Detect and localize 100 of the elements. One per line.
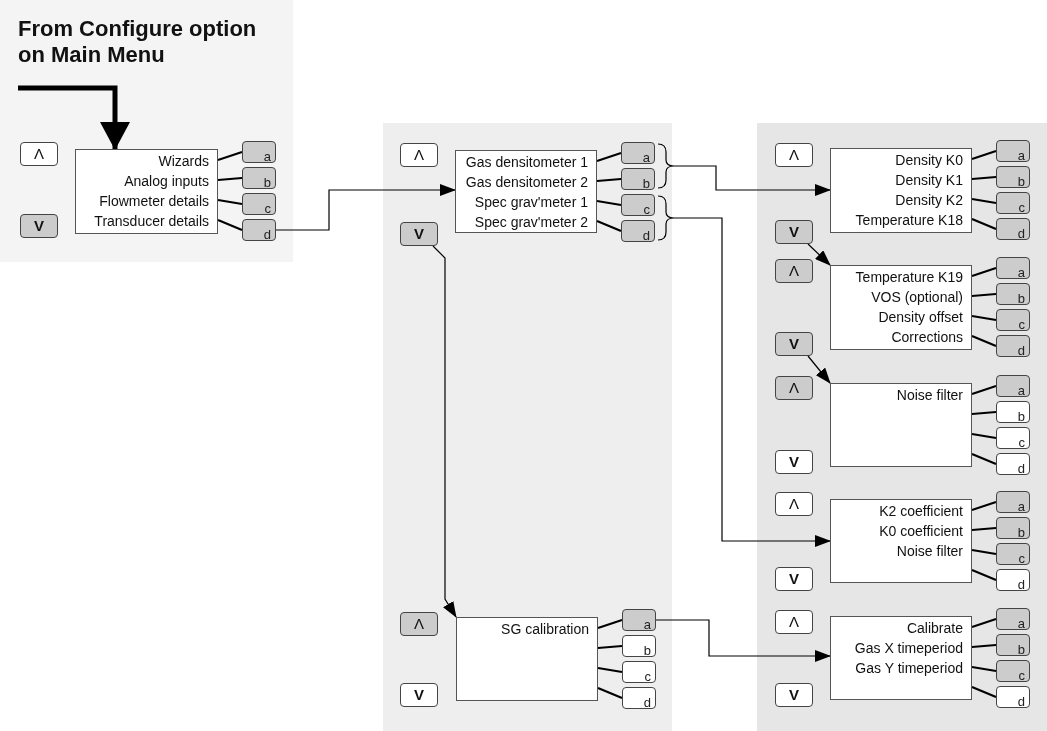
softkey-button: b xyxy=(622,635,656,657)
connector-line xyxy=(971,501,997,511)
menu-item: Gas densitometer 1 xyxy=(465,153,588,171)
menu-item: Gas Y timeperiod xyxy=(855,659,963,677)
arrow xyxy=(655,619,831,662)
scroll-up-button: Λ xyxy=(400,612,438,636)
menu-screen xyxy=(830,499,972,583)
connector-line xyxy=(596,152,622,162)
scroll-down-button: V xyxy=(400,683,438,707)
connector-line xyxy=(971,618,997,628)
scroll-down-button: V xyxy=(20,214,58,238)
menu-item: Spec grav'meter 1 xyxy=(474,193,588,211)
arrow xyxy=(18,85,130,150)
connector-line xyxy=(971,198,997,204)
menu-item: SG calibration xyxy=(501,620,589,638)
connector-line xyxy=(971,644,997,648)
arrow xyxy=(807,355,831,384)
connector-line xyxy=(971,176,997,180)
menu-item: Density K1 xyxy=(895,171,963,189)
softkey-button: d xyxy=(242,219,276,241)
softkey-button: b xyxy=(242,167,276,189)
scroll-down-button: V xyxy=(775,220,813,244)
connector-line xyxy=(596,200,622,206)
menu-item: K2 coefficient xyxy=(879,502,963,520)
softkey-button: c xyxy=(242,193,276,215)
softkey-button: d xyxy=(996,453,1030,475)
menu-screen xyxy=(75,149,218,234)
scroll-up-button: Λ xyxy=(775,143,813,167)
scroll-down-button: V xyxy=(775,450,813,474)
softkey-button: b xyxy=(996,283,1030,305)
connector-line xyxy=(971,686,997,698)
scroll-down-button: V xyxy=(400,222,438,246)
softkey-button: c xyxy=(622,661,656,683)
softkey-button: c xyxy=(996,309,1030,331)
arrow xyxy=(432,245,457,618)
softkey-button: b xyxy=(996,517,1030,539)
bracket-arrow xyxy=(657,195,831,547)
connector-line xyxy=(971,267,997,277)
softkey-button: c xyxy=(996,192,1030,214)
scroll-up-button: Λ xyxy=(20,142,58,166)
softkey-button: d xyxy=(996,218,1030,240)
menu-item: Temperature K18 xyxy=(855,211,963,229)
connector-line xyxy=(596,178,622,182)
menu-item: Noise filter xyxy=(896,386,963,404)
menu-item: Density K2 xyxy=(895,191,963,209)
menu-item: Gas densitometer 2 xyxy=(465,173,588,191)
connector-line xyxy=(971,569,997,581)
menu-item: Calibrate xyxy=(906,619,963,637)
softkey-button: d xyxy=(996,686,1030,708)
screen-panel xyxy=(757,123,1047,731)
softkey-button: d xyxy=(622,687,656,709)
softkey-button: c xyxy=(996,660,1030,682)
scroll-up-button: Λ xyxy=(775,492,813,516)
softkey-button: b xyxy=(996,401,1030,423)
softkey-button: a xyxy=(996,140,1030,162)
softkey-button: d xyxy=(996,569,1030,591)
menu-item: Gas X timeperiod xyxy=(854,639,963,657)
scroll-up-button: Λ xyxy=(775,610,813,634)
menu-screen xyxy=(455,150,597,233)
softkey-button: b xyxy=(996,166,1030,188)
menu-item: Flowmeter details xyxy=(99,192,209,210)
softkey-button: b xyxy=(621,168,655,190)
arrow xyxy=(275,184,456,231)
screen-panel xyxy=(0,0,293,262)
softkey-button: b xyxy=(996,634,1030,656)
connector-line xyxy=(217,151,243,161)
softkey-button: d xyxy=(996,335,1030,357)
menu-item: Transducer details xyxy=(94,212,209,230)
softkey-button: c xyxy=(996,427,1030,449)
connector-line xyxy=(971,666,997,672)
menu-item: VOS (optional) xyxy=(871,288,963,306)
softkey-button: a xyxy=(621,142,655,164)
connector-line xyxy=(217,219,243,231)
connector-line xyxy=(971,293,997,297)
menu-screen xyxy=(830,383,972,467)
menu-item: Spec grav'meter 2 xyxy=(474,213,588,231)
menu-item: Density offset xyxy=(878,308,963,326)
connector-line xyxy=(597,645,623,649)
connector-line xyxy=(971,315,997,321)
menu-screen xyxy=(456,617,598,701)
arrow xyxy=(807,243,831,266)
softkey-button: a xyxy=(242,141,276,163)
connector-line xyxy=(597,687,623,699)
scroll-up-button: Λ xyxy=(775,376,813,400)
connector-line xyxy=(217,199,243,205)
menu-screen xyxy=(830,265,972,350)
connector-line xyxy=(971,385,997,395)
menu-item: Analog inputs xyxy=(124,172,209,190)
menu-item: Noise filter xyxy=(896,542,963,560)
scroll-down-button: V xyxy=(775,567,813,591)
menu-item: Corrections xyxy=(891,328,963,346)
softkey-button: a xyxy=(996,257,1030,279)
softkey-button: c xyxy=(996,543,1030,565)
scroll-down-button: V xyxy=(775,332,813,356)
scroll-up-button: Λ xyxy=(775,259,813,283)
connector-line xyxy=(217,177,243,181)
connector-line xyxy=(596,220,622,232)
bracket-arrow xyxy=(657,143,831,196)
connector-line xyxy=(597,619,623,629)
connector-line xyxy=(971,433,997,439)
